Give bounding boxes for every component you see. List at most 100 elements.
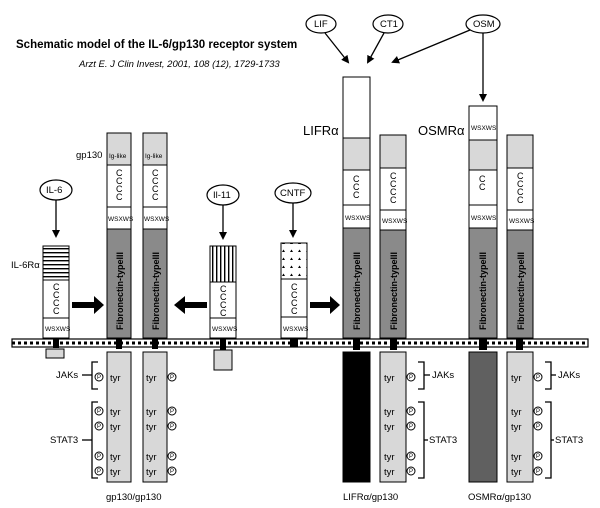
- il6-ligand-label: IL-6: [46, 185, 62, 196]
- svg-text:P: P: [536, 454, 540, 460]
- citation: Arzt E. J Clin Invest, 2001, 108 (12), 1…: [78, 59, 280, 70]
- lifr-jaks-label: JAKs: [432, 370, 454, 381]
- svg-text:tyr: tyr: [384, 452, 395, 463]
- svg-text:tyr: tyr: [110, 467, 121, 478]
- svg-text:tyr: tyr: [511, 452, 522, 463]
- svg-text:P: P: [409, 375, 413, 381]
- svg-text:P: P: [409, 469, 413, 475]
- gp130-1-ig-like: Ig-like: [109, 153, 127, 160]
- svg-text:CCC: CCC: [353, 174, 360, 200]
- svg-text:tyr: tyr: [110, 422, 121, 433]
- svg-text:P: P: [409, 454, 413, 460]
- svg-text:tyr: tyr: [384, 422, 395, 433]
- svg-text:tyr: tyr: [384, 373, 395, 384]
- svg-text:WSXWS: WSXWS: [283, 326, 309, 333]
- osmra-label: OSMRα: [418, 123, 465, 138]
- svg-text:P: P: [97, 409, 101, 415]
- svg-text:WSXWS: WSXWS: [471, 215, 497, 222]
- svg-text:P: P: [170, 375, 174, 381]
- gp130-2-ig-like: Ig-like: [145, 153, 163, 160]
- svg-text:P: P: [170, 469, 174, 475]
- osmr-gp130-fibronectin: Fibronectin-typeIII: [516, 252, 526, 330]
- svg-text:tyr: tyr: [511, 407, 522, 418]
- diagram-title: Schematic model of the IL-6/gp130 recept…: [16, 39, 297, 51]
- lif-ligand: LIF: [305, 14, 350, 64]
- svg-text:P: P: [97, 469, 101, 475]
- cntf-ligand: CNTF: [274, 182, 312, 238]
- svg-text:P: P: [97, 424, 101, 430]
- svg-text:CC: CC: [479, 174, 486, 192]
- svg-text:tyr: tyr: [146, 373, 157, 384]
- svg-text:P: P: [170, 409, 174, 415]
- lifr-gp130-fibronectin: Fibronectin-typeIII: [389, 252, 399, 330]
- svg-text:tyr: tyr: [146, 452, 157, 463]
- gp130-label: gp130: [76, 150, 102, 161]
- svg-text:P: P: [536, 469, 540, 475]
- svg-text:tyr: tyr: [146, 407, 157, 418]
- svg-text:tyr: tyr: [511, 373, 522, 384]
- lif-ligand-label: LIF: [314, 19, 328, 30]
- svg-text:P: P: [97, 375, 101, 381]
- osmr-brackets: JAKs STAT3: [545, 361, 583, 479]
- svg-text:WSXWS: WSXWS: [212, 326, 238, 333]
- cell-membrane: [11, 338, 589, 348]
- osmra-gp130-complex-label: OSMRα/gp130: [468, 492, 531, 503]
- svg-text:tyr: tyr: [384, 407, 395, 418]
- il6ra-wsxws: WSXWS: [45, 326, 71, 333]
- lifra-fibronectin: Fibronectin-typeIII: [352, 252, 362, 330]
- gp130-1-fibronectin: Fibronectin-typeIII: [115, 252, 125, 330]
- svg-text:WSXWS: WSXWS: [471, 125, 497, 132]
- svg-text:WSXWS: WSXWS: [509, 218, 535, 225]
- svg-text:tyr: tyr: [511, 467, 522, 478]
- il6ra-label: IL-6Rα: [11, 260, 40, 271]
- gp130-brackets: JAKs STAT3: [50, 361, 98, 479]
- svg-text:P: P: [409, 424, 413, 430]
- il11-ligand-label: Il-11: [213, 190, 231, 201]
- svg-text:tyr: tyr: [110, 452, 121, 463]
- osmra-fibronectin: Fibronectin-typeIII: [478, 252, 488, 330]
- gp130-stat3-label: STAT3: [50, 435, 78, 446]
- svg-text:P: P: [170, 424, 174, 430]
- osm-ligand-label: OSM: [473, 19, 495, 30]
- svg-text:P: P: [536, 424, 540, 430]
- lifra-gp130-complex-label: LIFRα/gp130: [343, 492, 398, 503]
- ct1-ligand-label: CT1: [380, 19, 398, 30]
- lifr-stat3-label: STAT3: [429, 435, 457, 446]
- cntfr-to-lifr-arrow: [310, 296, 340, 314]
- svg-text:P: P: [536, 409, 540, 415]
- svg-text:P: P: [409, 409, 413, 415]
- cntf-ligand-label: CNTF: [280, 188, 306, 199]
- svg-text:tyr: tyr: [110, 373, 121, 384]
- lifr-phospho-sites: P P P P P: [406, 372, 416, 476]
- svg-text:WSXWS: WSXWS: [108, 216, 134, 223]
- lifr-brackets: JAKs STAT3: [418, 361, 457, 479]
- svg-text:tyr: tyr: [146, 422, 157, 433]
- osmr-stat3-label: STAT3: [555, 435, 583, 446]
- gp130-phospho-sites: P P P P P P P P P P: [94, 372, 177, 476]
- svg-text:WSXWS: WSXWS: [144, 216, 170, 223]
- gp130-gp130-complex-label: gp130/gp130: [106, 492, 161, 503]
- ct1-ligand: CT1: [367, 14, 404, 64]
- osmr-phospho-sites: P P P P P: [533, 372, 543, 476]
- svg-text:tyr: tyr: [110, 407, 121, 418]
- svg-text:WSXWS: WSXWS: [345, 215, 371, 222]
- gp130-2-fibronectin: Fibronectin-typeIII: [151, 252, 161, 330]
- il6-ligand: IL-6: [39, 179, 73, 238]
- il6ra-to-gp130-arrow: [72, 296, 104, 314]
- svg-text:P: P: [536, 375, 540, 381]
- osmr-jaks-label: JAKs: [558, 370, 580, 381]
